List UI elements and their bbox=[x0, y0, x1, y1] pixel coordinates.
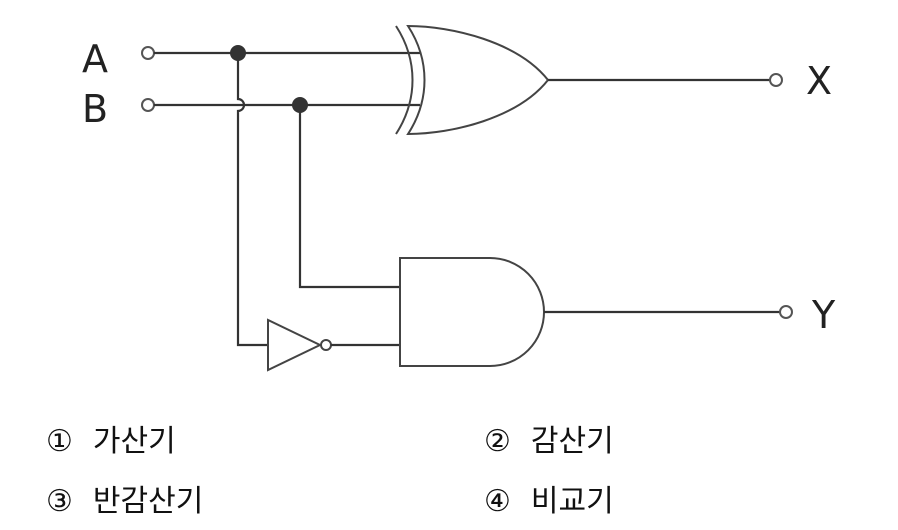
option-2[interactable]: ② 감산기 bbox=[484, 416, 614, 460]
junction-a bbox=[230, 45, 246, 61]
output-y-label: Y bbox=[811, 293, 836, 337]
option-1-mark: ① bbox=[46, 424, 73, 459]
option-3[interactable]: ③ 반감산기 bbox=[46, 476, 203, 520]
wire-b-to-and bbox=[298, 105, 400, 289]
junction-b bbox=[292, 97, 308, 113]
option-4-text: 비교기 bbox=[530, 484, 614, 519]
input-a-terminal bbox=[141, 46, 155, 60]
option-1-text: 가산기 bbox=[92, 424, 176, 459]
not-gate bbox=[267, 318, 332, 372]
input-b-terminal bbox=[141, 98, 155, 112]
option-4-mark: ④ bbox=[484, 484, 511, 519]
and-gate bbox=[399, 257, 545, 367]
option-3-mark: ③ bbox=[46, 484, 73, 519]
input-b-label: B bbox=[82, 87, 108, 131]
option-2-mark: ② bbox=[484, 424, 511, 459]
option-3-text: 반감산기 bbox=[92, 484, 204, 519]
output-x-label: X bbox=[806, 59, 832, 103]
option-4[interactable]: ④ 비교기 bbox=[484, 476, 614, 520]
output-y-terminal bbox=[779, 305, 793, 319]
wire-a-to-not bbox=[236, 53, 268, 347]
input-a-label: A bbox=[82, 37, 108, 81]
option-2-text: 감산기 bbox=[530, 424, 614, 459]
option-1[interactable]: ① 가산기 bbox=[46, 416, 176, 460]
xor-gate bbox=[395, 24, 550, 136]
output-x-terminal bbox=[769, 73, 783, 87]
